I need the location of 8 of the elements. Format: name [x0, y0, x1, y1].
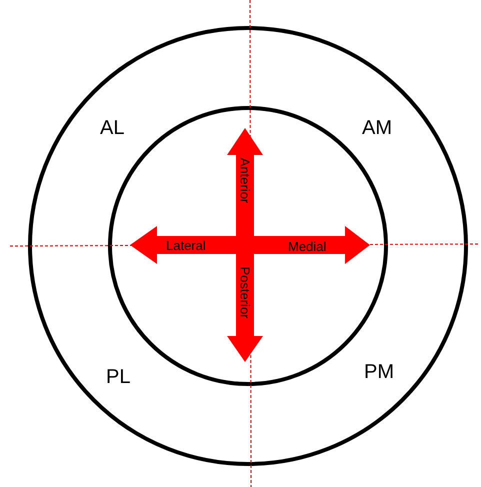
quadrant-label: PM	[364, 362, 394, 382]
direction-label: Lateral	[166, 239, 206, 252]
quadrant-label: PL	[106, 367, 130, 387]
quadrant-label: AM	[362, 118, 392, 138]
direction-label: Medial	[288, 240, 326, 253]
direction-label: Posterior	[238, 266, 252, 318]
quadrant-label: AL	[100, 118, 124, 138]
direction-label: Anterior	[238, 157, 252, 203]
